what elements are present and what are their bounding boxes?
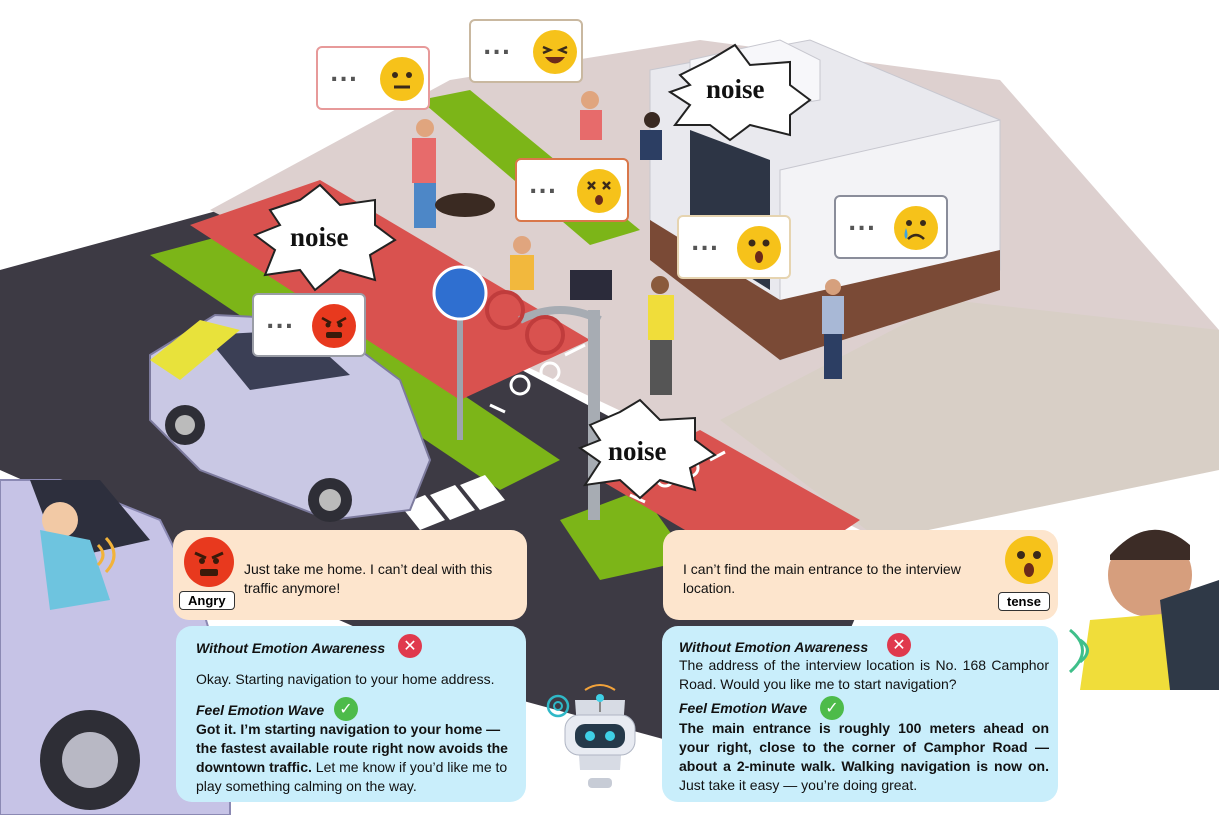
emotion-bubble-crying: ... [834,195,948,259]
driver-with-text: Got it. I’m starting navigation to your … [196,720,518,796]
emotion-bubble-dizzy: ... [515,158,629,222]
driver-without-header: Without Emotion Awareness [196,640,386,656]
car [149,313,432,522]
pedestrian-with-header: Feel Emotion Wave [679,700,808,716]
bike-lane-markings [489,343,726,504]
cross-mark-icon: ✕ [398,634,422,658]
angry-face-icon [184,537,234,587]
check-mark-icon: ✓ [334,697,358,721]
dizzy-face-icon [577,169,621,213]
angry-face-icon [312,304,356,348]
pedestrian-sign [432,265,488,440]
emotion-bubble-laughing: ... [469,19,583,83]
emotion-bubble-neutral: ... [316,46,430,110]
cross-mark-icon: ✕ [887,633,911,657]
noise-burst-1 [252,183,397,292]
driver-with-rest: Let me know if you’d like me to play som… [196,759,508,794]
pedestrian-utterance: I can’t find the main entrance to the in… [683,561,961,596]
pedestrian-utterance-card [663,530,1058,620]
noise-label-3: noise [608,436,667,466]
foreground-pedestrian [1080,529,1219,690]
pedestrian-with-text: The main entrance is roughly 100 meters … [679,719,1049,795]
check-mark-icon: ✓ [820,696,844,720]
driver-with-header: Feel Emotion Wave [196,702,325,718]
noise-label-1: noise [290,222,349,252]
signal-waves-driver [96,536,116,574]
noise-burst-3 [577,398,717,500]
pedestrian-without-header: Without Emotion Awareness [679,639,869,655]
crying-face-icon [894,206,938,250]
noise-label-2: noise [706,74,765,104]
emotion-tag-pedestrian: tense [998,592,1050,611]
driver-without-text: Okay. Starting navigation to your home a… [196,671,495,687]
driver-with-bold: Got it. I’m starting navigation to your … [196,721,508,775]
surprised-face-icon [737,226,781,270]
emotion-bubble-surprised: ... [677,215,791,279]
pedestrian-with-rest: Just take it easy — you’re doing great. [679,777,918,793]
driver-utterance: Just take me home. I can’t deal with thi… [244,561,493,596]
signal-waves-pedestrian [1068,628,1089,674]
pedestrian-response-card [662,626,1058,802]
neutral-face-icon [380,57,424,101]
robot-assistant-icon [564,684,636,788]
noise-burst-2 [667,43,812,142]
surprised-face-icon [1005,536,1053,584]
emotion-tag-driver: Angry [179,591,235,610]
people-in-scene [412,91,844,395]
plaza [720,300,1219,540]
emotion-bubble-angry: ... [252,293,366,357]
openai-logo-icon [546,694,570,718]
pedestrian-without-text: The address of the interview location is… [679,657,1049,692]
pedestrian-with-bold: The main entrance is roughly 100 meters … [679,720,1049,774]
laughing-face-icon [533,30,577,74]
